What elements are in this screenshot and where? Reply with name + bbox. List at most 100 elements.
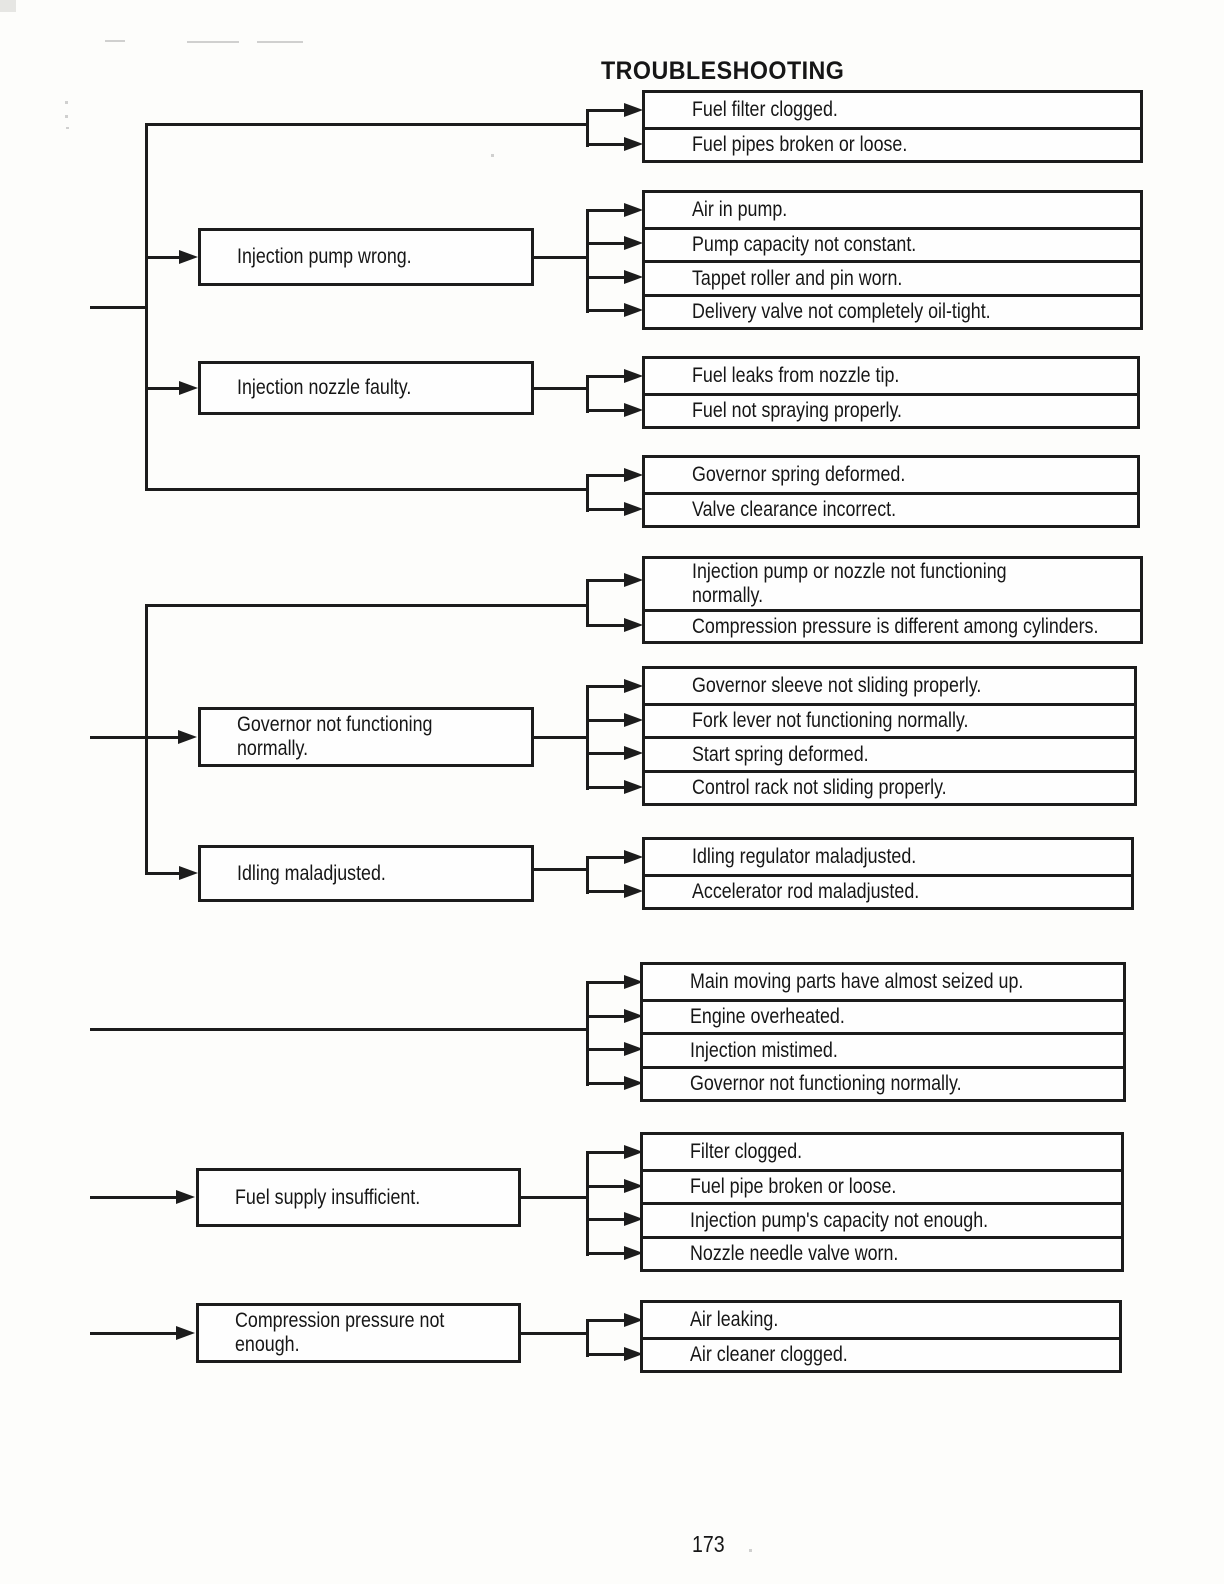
condition-text: Fuel supply insufficient.	[235, 1185, 421, 1209]
trunk-entry-line	[90, 736, 178, 739]
arrowhead-icon	[624, 502, 643, 516]
condition-box: Compression pressure not enough.	[196, 1303, 521, 1363]
arrow-line	[586, 375, 626, 378]
arrowhead-icon	[624, 369, 643, 383]
cause-box: Idling regulator maladjusted.	[645, 840, 1131, 874]
arrow-line	[586, 1319, 626, 1322]
cause-group: Fuel filter clogged. Fuel pipes broken o…	[642, 90, 1143, 163]
cause-text: Air cleaner clogged.	[690, 1343, 848, 1367]
condition-text: Compression pressure not enough.	[235, 1309, 445, 1356]
arrow-line	[586, 624, 626, 627]
arrowhead-icon	[624, 850, 643, 864]
branch-line	[145, 872, 181, 875]
cause-text: Pump capacity not constant.	[692, 233, 917, 257]
condition-box: Injection pump wrong.	[198, 228, 534, 286]
cause-text: Injection pump or nozzle not functioning…	[692, 560, 1007, 607]
arrow-line	[586, 1252, 626, 1255]
condition-text: Injection pump wrong.	[237, 245, 412, 269]
cause-text: Air leaking.	[690, 1308, 779, 1332]
arrow-line	[586, 981, 626, 984]
arrowhead-icon	[624, 1179, 643, 1193]
cause-text: Fuel pipes broken or loose.	[692, 133, 908, 157]
connector-line	[586, 981, 589, 1086]
arrowhead-icon	[624, 403, 643, 417]
cause-box: Control rack not sliding properly.	[645, 770, 1134, 803]
trunk-entry-line	[90, 1196, 176, 1199]
feed-line	[534, 256, 589, 259]
connector-line	[586, 109, 589, 147]
cause-group: Injection pump or nozzle not functioning…	[642, 556, 1143, 644]
scan-artifact	[0, 0, 16, 12]
cause-box: Injection pump's capacity not enough.	[643, 1202, 1121, 1236]
connector-line	[586, 375, 589, 413]
arrow-line	[586, 1218, 626, 1221]
cause-group: Idling regulator maladjusted. Accelerato…	[642, 837, 1134, 910]
scan-artifact	[749, 1549, 752, 1552]
branch-line	[145, 488, 589, 491]
cause-box: Fuel pipe broken or loose.	[643, 1169, 1121, 1202]
cause-text: Compression pressure is different among …	[692, 614, 1099, 638]
arrowhead-icon	[179, 250, 198, 264]
cause-box: Air leaking.	[643, 1303, 1119, 1337]
connector-line	[586, 856, 589, 894]
cause-box: Fuel not spraying properly.	[645, 393, 1137, 426]
cause-box: Nozzle needle valve worn.	[643, 1236, 1121, 1269]
cause-box: Fuel pipes broken or loose.	[645, 127, 1140, 160]
arrowhead-icon	[624, 573, 643, 587]
cause-text: Air in pump.	[692, 198, 788, 222]
cause-box: Injection pump or nozzle not functioning…	[645, 559, 1140, 609]
cause-box: Governor not functioning normally.	[643, 1066, 1123, 1099]
branch-line	[145, 604, 589, 607]
cause-box: Engine overheated.	[643, 999, 1123, 1032]
scan-artifact	[65, 101, 68, 104]
connector-line	[586, 579, 589, 627]
condition-box: Injection nozzle faulty.	[198, 361, 534, 415]
cause-box: Start spring deformed.	[645, 736, 1134, 770]
cause-text: Idling regulator maladjusted.	[692, 845, 917, 869]
cause-text: Fuel not spraying properly.	[692, 399, 903, 423]
cause-box: Valve clearance incorrect.	[645, 492, 1137, 525]
scan-artifact	[491, 154, 494, 157]
arrowhead-icon	[179, 866, 198, 880]
scan-artifact	[66, 127, 69, 129]
trunk-line	[145, 123, 148, 491]
arrowhead-icon	[624, 975, 643, 989]
arrow-line	[586, 752, 626, 755]
arrowhead-icon	[179, 381, 198, 395]
cause-text: Delivery valve not completely oil-tight.	[692, 300, 991, 324]
cause-text: Governor sleeve not sliding properly.	[692, 674, 982, 698]
cause-text: Governor not functioning normally.	[690, 1072, 962, 1096]
condition-text: Injection nozzle faulty.	[237, 376, 412, 400]
cause-box: Fuel filter clogged.	[645, 93, 1140, 127]
scan-artifact	[187, 41, 239, 43]
cause-box: Fork lever not functioning normally.	[645, 703, 1134, 736]
trunk-line	[145, 604, 148, 875]
arrowhead-icon	[624, 1145, 643, 1159]
condition-box: Idling maladjusted.	[198, 845, 534, 902]
scan-artifact	[105, 40, 125, 42]
arrowhead-icon	[624, 1009, 643, 1023]
cause-box: Pump capacity not constant.	[645, 227, 1140, 260]
arrow-line	[586, 685, 626, 688]
arrowhead-icon	[624, 884, 643, 898]
connector-line	[586, 1319, 589, 1357]
trunk-entry-line	[90, 1028, 589, 1031]
trunk-entry-line	[90, 1332, 176, 1335]
cause-text: Governor spring deformed.	[692, 463, 906, 487]
cause-group: Governor sleeve not sliding properly. Fo…	[642, 666, 1137, 806]
arrow-line	[586, 1151, 626, 1154]
cause-group: Filter clogged. Fuel pipe broken or loos…	[640, 1132, 1124, 1272]
condition-text: Governor not functioning normally.	[237, 713, 433, 760]
cause-box: Filter clogged.	[643, 1135, 1121, 1169]
arrow-line	[586, 474, 626, 477]
connector-line	[586, 209, 589, 313]
cause-box: Accelerator rod maladjusted.	[645, 874, 1131, 907]
cause-text: Control rack not sliding properly.	[692, 776, 947, 800]
feed-line	[521, 1196, 589, 1199]
cause-text: Filter clogged.	[690, 1140, 803, 1164]
cause-group: Main moving parts have almost seized up.…	[640, 962, 1126, 1102]
arrow-line	[586, 1048, 626, 1051]
condition-box: Fuel supply insufficient.	[196, 1168, 521, 1227]
cause-box: Main moving parts have almost seized up.	[643, 965, 1123, 999]
